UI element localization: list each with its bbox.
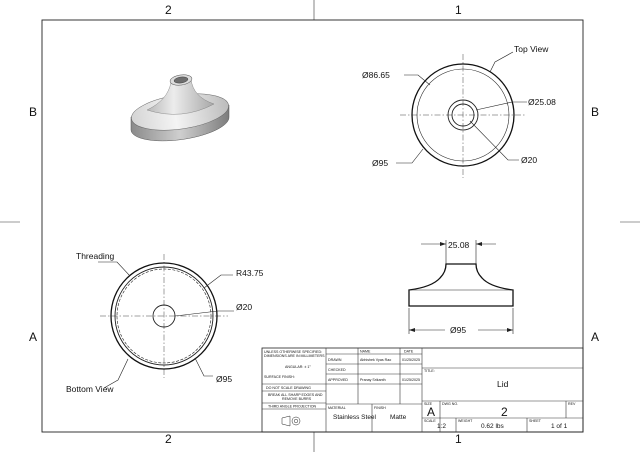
size-header: SIZE [424, 402, 433, 406]
zone-left-a: A [29, 330, 37, 344]
dwg-no-value: 2 [501, 405, 508, 419]
side-view-base-width: Ø95 [450, 325, 466, 335]
zone-left-b: B [29, 105, 37, 119]
top-view-overall-diameter: Ø95 [372, 158, 388, 168]
note-angular: ANGULAR: ± 1° [285, 365, 311, 369]
zone-right-a: A [591, 330, 599, 344]
note-projection: THIRD ANGLE PROJECTION [268, 405, 317, 409]
note-tolerance-line2: DIMENSIONS ARE IN MILLIMETERS [264, 354, 325, 358]
header-date: DATE [404, 350, 414, 354]
row-approved-role: APPROVED [328, 378, 348, 382]
weight-value: 0.62 lbs [481, 423, 505, 430]
title-header: TITLE: [424, 369, 435, 373]
top-view-outer-diameter: Ø86.65 [362, 70, 390, 80]
zone-top-right: 1 [455, 3, 462, 17]
weight-header: WEIGHT [458, 419, 473, 423]
material-value: Stainless Steel [333, 414, 377, 421]
rev-header: REV [568, 402, 576, 406]
bottom-view-overall-diameter: Ø95 [216, 374, 232, 384]
scale-header: SCALE [424, 419, 436, 423]
top-view-hole-diameter: Ø20 [521, 155, 537, 165]
finish-value: Matte [390, 414, 407, 421]
note-edges-line1: BREAK ALL SHARP EDGES AND [268, 393, 323, 397]
zone-right-b: B [591, 105, 599, 119]
row-approved-name: Pranay Srikanth [360, 378, 386, 382]
note-do-not-scale: DO NOT SCALE DRAWING [266, 386, 311, 390]
top-view-inner-diameter: Ø25.08 [528, 97, 556, 107]
row-drawn-name: Abhishek Vyas Rao [360, 358, 391, 362]
scale-value: 1:2 [437, 423, 446, 430]
zone-bottom-right: 1 [455, 432, 462, 446]
sheet-header: SHEET [529, 419, 542, 423]
side-view [408, 240, 514, 334]
top-view-label: Top View [514, 44, 549, 54]
drawing-title: Lid [497, 379, 509, 389]
note-tolerance-line1: UNLESS OTHERWISE SPECIFIED: [264, 350, 322, 354]
header-name: NAME [360, 350, 371, 354]
finish-header: FINISH [374, 406, 386, 410]
zone-top-left: 2 [165, 3, 172, 17]
dwg-no-header: DWG NO. [442, 402, 458, 406]
note-surface-finish: SURFACE FINISH: [264, 375, 295, 379]
bottom-view-threading-label: Threading [76, 251, 115, 261]
sheet-value: 1 of 1 [551, 423, 568, 430]
top-view [396, 51, 527, 178]
isometric-view [130, 74, 230, 142]
bottom-view-radius: R43.75 [236, 268, 264, 278]
bottom-view [98, 254, 234, 389]
title-block [261, 347, 584, 433]
note-edges-line2: REMOVE BURRS [282, 397, 312, 401]
row-checked-role: CHECKED [328, 368, 346, 372]
third-angle-projection-icon [281, 415, 301, 427]
side-view-neck-width: 25.08 [448, 240, 470, 250]
row-drawn-date: 01/25/2025 [402, 358, 420, 362]
size-value: A [427, 405, 435, 419]
row-drawn-role: DRAWN [328, 358, 342, 362]
row-approved-date: 01/25/2025 [402, 378, 420, 382]
bottom-view-hole-diameter: Ø20 [236, 302, 252, 312]
bottom-view-label: Bottom View [66, 384, 114, 394]
material-header: MATERIAL [328, 406, 346, 410]
zone-bottom-left: 2 [165, 432, 172, 446]
